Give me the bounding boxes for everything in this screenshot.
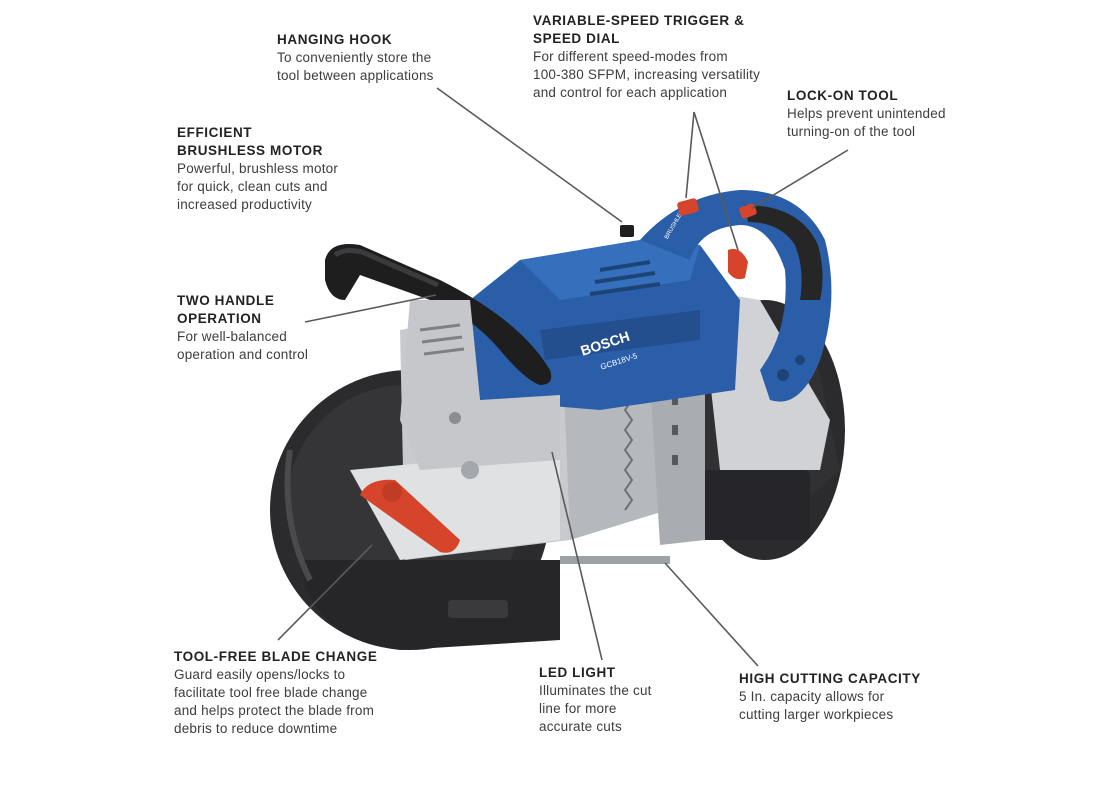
motor-cover <box>400 300 560 479</box>
callout-led-light: LED LIGHT Illuminates the cut line for m… <box>539 664 652 736</box>
callout-description: Powerful, brushless motor for quick, cle… <box>177 161 339 212</box>
callout-description: Helps prevent unintended turning-on of t… <box>787 106 946 139</box>
callout-title: HIGH CUTTING CAPACITY <box>739 671 921 686</box>
callout-two-handle-operation: TWO HANDLE OPERATION For well-balanced o… <box>177 292 308 364</box>
callout-title: TWO HANDLE OPERATION <box>177 293 275 326</box>
callout-brushless-motor: EFFICIENT BRUSHLESS MOTOR Powerful, brus… <box>177 124 338 214</box>
callout-title: VARIABLE-SPEED TRIGGER & SPEED DIAL <box>533 13 745 46</box>
callout-title: LOCK-ON TOOL <box>787 88 899 103</box>
callout-high-cutting-capacity: HIGH CUTTING CAPACITY 5 In. capacity all… <box>739 670 921 724</box>
callout-tool-free-blade-change: TOOL-FREE BLADE CHANGE Guard easily open… <box>174 648 377 738</box>
callout-title: EFFICIENT BRUSHLESS MOTOR <box>177 125 324 158</box>
rear-handle: BRUSHLESS <box>620 190 832 402</box>
callout-description: To conveniently store the tool between a… <box>277 50 434 83</box>
callout-title: HANGING HOOK <box>277 32 393 47</box>
blade-change-lever <box>360 479 460 553</box>
callout-description: Guard easily opens/locks to facilitate t… <box>174 667 375 736</box>
callout-variable-speed-trigger: VARIABLE-SPEED TRIGGER & SPEED DIAL For … <box>533 12 760 102</box>
callout-description: 5 In. capacity allows for cutting larger… <box>739 689 894 722</box>
callout-title: TOOL-FREE BLADE CHANGE <box>174 649 378 664</box>
leader-lines <box>277 87 849 667</box>
callout-description: Illuminates the cut line for more accura… <box>539 683 652 734</box>
callout-hanging-hook: HANGING HOOK To conveniently store the t… <box>277 31 434 85</box>
callout-title: LED LIGHT <box>539 665 616 680</box>
front-handle <box>325 244 552 385</box>
callout-description: For well-balanced operation and control <box>177 329 309 362</box>
callout-lock-on-tool: LOCK-ON TOOL Helps prevent unintended tu… <box>787 87 946 141</box>
callout-description: For different speed-modes from 100-380 S… <box>533 49 761 100</box>
